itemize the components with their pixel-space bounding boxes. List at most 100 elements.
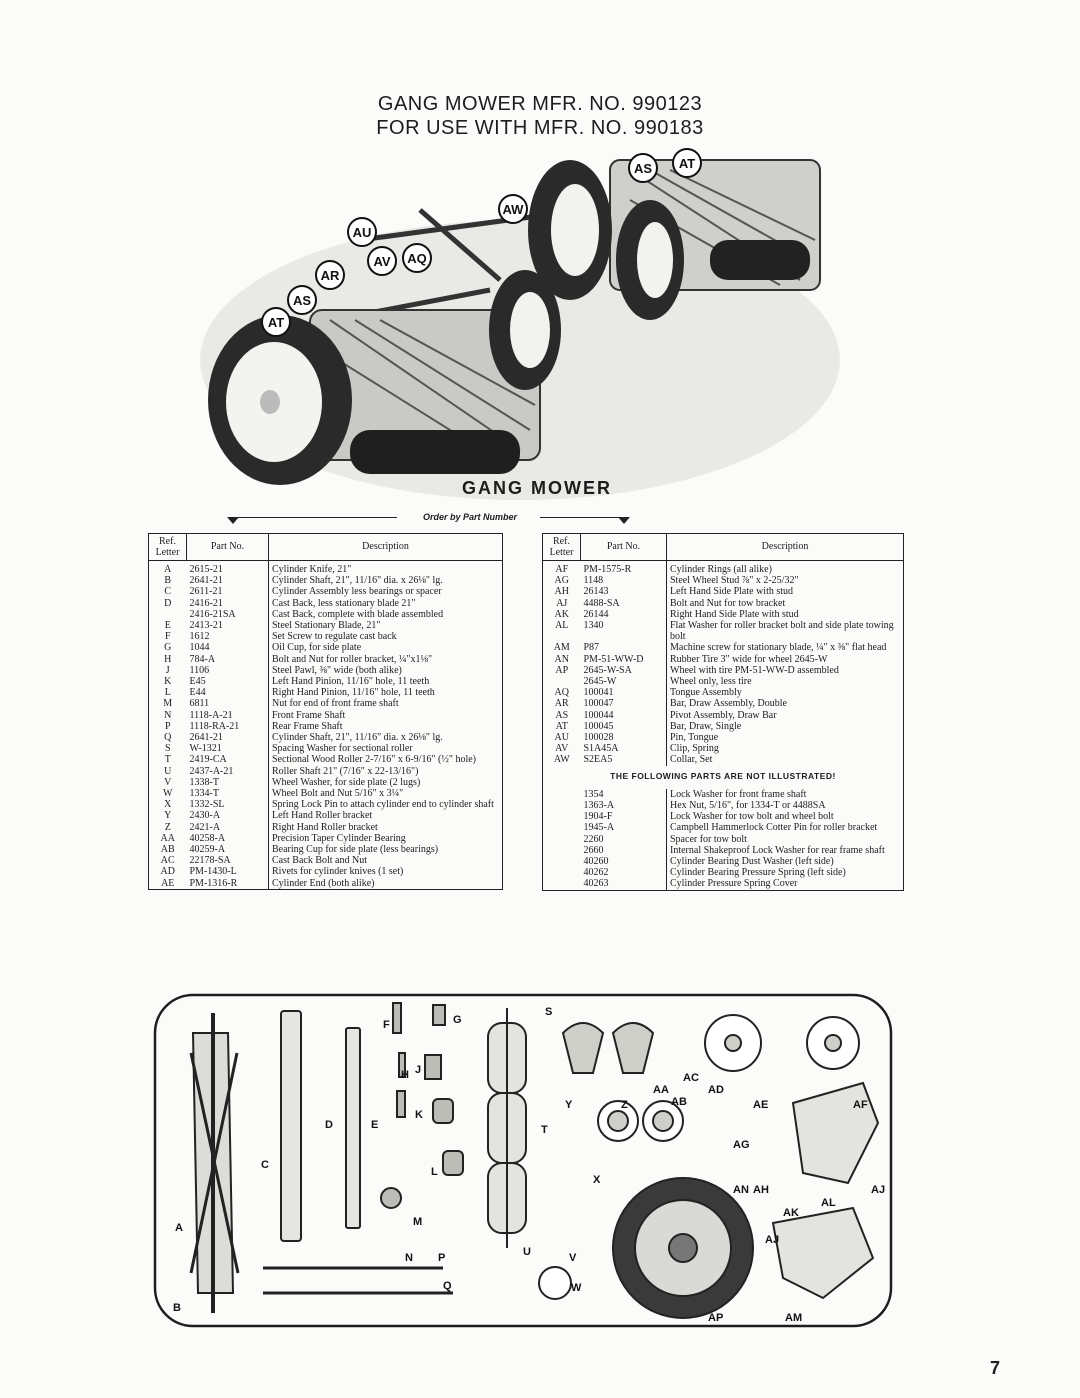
ref-letter: H (164, 653, 172, 665)
part-number: 1118-A-21 (186, 709, 269, 721)
ref-letter: AA (160, 832, 175, 844)
ref-letter: S (164, 743, 171, 755)
part-number: 2641-21 (186, 732, 269, 744)
part-number: 1612 (186, 631, 269, 643)
diagram-label: AA (653, 1084, 669, 1096)
ref-letter: U (164, 765, 172, 777)
part-number: 1340 (580, 620, 667, 643)
diagram-label: X (593, 1174, 601, 1186)
diagram-label: S (545, 1006, 552, 1018)
col-ref-letter: Ref. Letter (542, 533, 581, 561)
diagram-label: Y (565, 1099, 573, 1111)
ref-letter (543, 676, 581, 687)
part-number: 6811 (186, 698, 269, 710)
part-number: 784-A (186, 653, 269, 665)
part-number: 100047 (580, 698, 667, 710)
part-number: 2615-21 (186, 560, 269, 576)
part-description: Wheel with tire PM-51-WW-D assembled (670, 664, 839, 676)
diagram-label: T (541, 1124, 548, 1136)
part-number: 22178-SA (186, 855, 269, 867)
part-number: P87 (580, 642, 667, 654)
part-description: Oil Cup, for side plate (272, 642, 362, 654)
part-description: Cylinder Pressure Spring Cover (670, 878, 798, 890)
part-description: Collar, Set (670, 754, 713, 766)
diagram-label: A (175, 1222, 183, 1234)
part-number: 26144 (580, 608, 667, 621)
svg-text:AS: AS (634, 161, 652, 176)
part-number: 100041 (580, 687, 667, 699)
part-description: Cylinder Shaft, 21", 11/16" dia. x 26⅛" … (272, 575, 443, 587)
part-description: Nut for end of front frame shaft (272, 698, 399, 710)
diagram-label: AN (733, 1184, 749, 1196)
part-number: 1106 (186, 664, 269, 677)
ref-letter: AD (160, 866, 175, 878)
ref-letter: Q (164, 732, 172, 744)
part-number: 2641-21 (186, 575, 269, 587)
diagram-label: W (571, 1282, 582, 1294)
order-line-right (540, 517, 622, 518)
ref-letter: T (164, 754, 171, 766)
part-number: 100028 (580, 732, 667, 744)
part-description: Tongue Assembly (670, 687, 742, 699)
diagram-label: AP (708, 1312, 723, 1324)
col-part-no: Part No. (186, 533, 269, 561)
ref-letter: AK (554, 608, 569, 620)
part-description: Internal Shakeproof Lock Washer for rear… (670, 844, 885, 856)
part-description: Roller Shaft 21" (7/16" x 22-13/16") (272, 765, 419, 777)
diagram-label: L (431, 1166, 438, 1178)
part-number: PM-1575-R (580, 560, 667, 576)
part-description: Bolt and Nut for roller bracket, ¼"x1⅛" (272, 653, 433, 665)
down-arrow-right (618, 517, 630, 524)
part-description: Bearing Cup for side plate (less bearing… (272, 844, 439, 856)
diagram-label: G (453, 1014, 462, 1026)
diagram-label: AB (671, 1096, 687, 1108)
ref-letter: AB (160, 844, 175, 856)
part-description: Cast Back, less stationary blade 21" (272, 597, 416, 609)
part-description: Left Hand Pinion, 11/16" hole, 11 teeth (272, 676, 430, 688)
ref-letter: N (164, 709, 172, 721)
col-part-no: Part No. (580, 533, 667, 561)
page-number: 7 (990, 1358, 1001, 1378)
part-description: Pivot Assembly, Draw Bar (670, 709, 777, 721)
part-description: Right Hand Side Plate with stud (670, 608, 799, 620)
diagram-label: AJ (871, 1184, 885, 1196)
part-number: 40262 (580, 867, 667, 879)
order-note: Order by Part Number (422, 512, 518, 522)
part-description: Bar, Draw, Single (670, 720, 742, 732)
part-number: S1A45A (580, 743, 667, 755)
part-description: Rear Frame Shaft (272, 720, 343, 732)
svg-text:AV: AV (373, 254, 390, 269)
ref-letter: V (164, 776, 172, 788)
part-description: Sectional Wood Roller 2-7/16" x 6-9/16" … (272, 754, 477, 766)
callout-as-left: AS (287, 285, 317, 315)
part-number: 2430-A (186, 810, 269, 822)
ref-letter: M (163, 698, 173, 710)
callout-au: AU (347, 217, 377, 247)
part-description: Precision Taper Cylinder Bearing (272, 832, 406, 844)
ref-letter: AL (555, 620, 569, 632)
part-number: 2260 (580, 833, 667, 845)
ref-letter: X (164, 799, 172, 811)
ref-letter: AF (555, 564, 569, 575)
ref-letter: F (164, 631, 171, 643)
part-number: E44 (186, 687, 269, 699)
diagram-label: V (569, 1252, 577, 1264)
part-number: E45 (186, 676, 269, 688)
